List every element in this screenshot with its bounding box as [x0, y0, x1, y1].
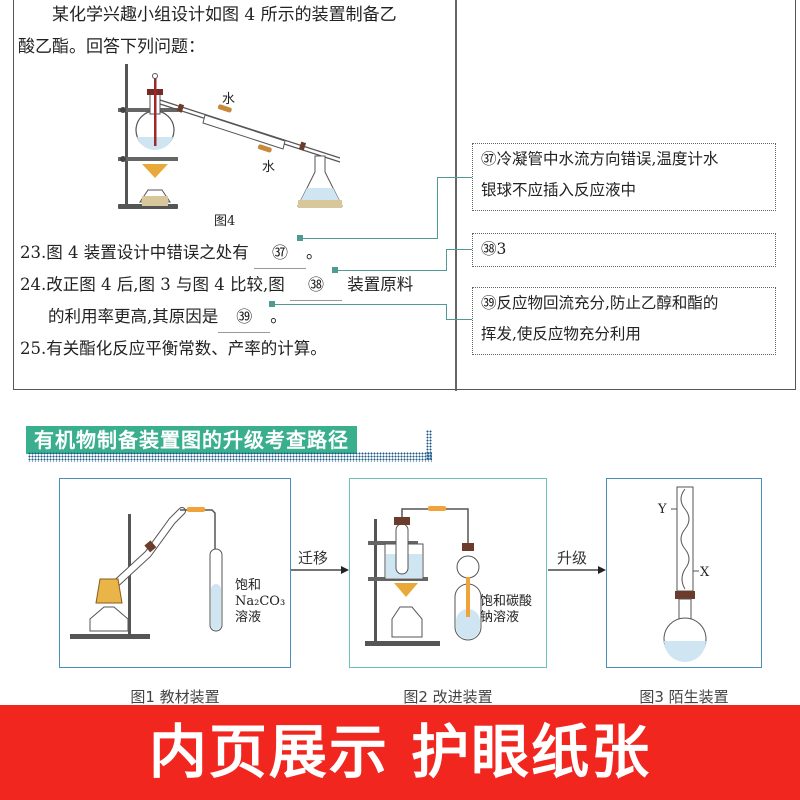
book-page-frame — [13, 0, 796, 390]
answer-blank-37[interactable]: ㊲ — [254, 238, 306, 269]
figure3-reflux-apparatus — [663, 486, 707, 662]
question-23: 23.图 4 装置设计中错误之处有 ㊲。 — [20, 238, 323, 269]
intro-line-1: 某化学兴趣小组设计如图 4 所示的装置制备乙 — [52, 5, 397, 25]
connector-39-h — [446, 319, 472, 321]
connector-37-v — [437, 177, 439, 239]
reagent-label-line: 溶液 — [235, 610, 262, 625]
figure1-apparatus — [70, 507, 223, 639]
answer-line: 银球不应插入反应液中 — [481, 181, 637, 199]
reagent-label-line: 饱和 — [235, 578, 262, 593]
answer-line: ㊳3 — [481, 240, 507, 258]
arrow-right-icon — [291, 566, 349, 574]
figure2-caption: 图2 改进装置 — [403, 688, 493, 706]
connector-37-h — [437, 177, 472, 179]
connector-38-v — [446, 249, 448, 271]
reagent-label-line: 饱和碳酸 — [480, 594, 533, 609]
question-punct: 。 — [306, 243, 323, 262]
figure1-label: 饱和 Na₂CO₃ 溶液 — [235, 578, 285, 626]
figure4-caption: 图4 — [214, 214, 236, 229]
question-text: 改正图 4 后,图 3 与图 4 比较,图 — [46, 275, 285, 294]
question-25: 25.有关酯化反应平衡常数、产率的计算。 — [20, 334, 327, 364]
figure1-frame — [59, 478, 291, 668]
question-24: 24.改正图 4 后,图 3 与图 4 比较,图 ㊳ 装置原料 — [20, 270, 413, 301]
arrow-label-upgrade: 升级 — [557, 549, 588, 567]
section-title: 有机物制备装置图的升级考查路径 — [26, 426, 357, 454]
answer-line: ㊲冷凝管中水流方向错误,温度计水 — [481, 150, 719, 168]
answer-line: 挥发,使反应物充分利用 — [481, 325, 641, 343]
connector-dot-38 — [332, 267, 338, 273]
connector-39 — [272, 304, 447, 306]
figure2-apparatus — [365, 506, 482, 646]
figure3-frame — [606, 478, 762, 668]
intro-line-2: 酸乙酯。回答下列问题： — [18, 37, 205, 57]
section-title-dots — [28, 452, 432, 462]
question-number: 25. — [20, 339, 47, 358]
question-number: 23. — [20, 243, 47, 262]
question-number: 24. — [20, 275, 47, 294]
answer-box-39: ㊴反应物回流充分,防止乙醇和酯的 挥发,使反应物充分利用 — [472, 287, 776, 355]
question-text-tail: 装置原料 — [347, 275, 414, 294]
water-out-label: 水 — [262, 160, 276, 175]
reagent-label-line: 钠溶液 — [480, 610, 520, 625]
connector-38-h — [446, 249, 472, 251]
reagent-label-line: Na₂CO₃ — [235, 594, 286, 609]
arrow-label-transfer: 迁移 — [298, 549, 329, 567]
connector-38 — [335, 270, 447, 272]
question-text: 图 4 装置设计中错误之处有 — [46, 243, 249, 262]
figure3-caption: 图3 陌生装置 — [639, 688, 729, 706]
figure3-label-x: X — [700, 565, 710, 580]
answer-blank-38[interactable]: ㊳ — [289, 270, 342, 301]
connector-37 — [300, 238, 438, 240]
arrow-right-icon — [548, 566, 606, 574]
answer-box-38: ㊳3 — [472, 233, 776, 267]
question-text: 有关酯化反应平衡常数、产率的计算。 — [46, 339, 327, 358]
water-in-label: 水 — [222, 92, 236, 107]
section-title-dots-right — [426, 430, 432, 460]
question-punct: 。 — [270, 307, 287, 326]
promo-banner: 内页展示 护眼纸张 — [0, 705, 800, 800]
answer-blank-39[interactable]: ㊴ — [218, 302, 271, 333]
figure2-frame — [349, 478, 547, 668]
figure4-distillation-apparatus — [118, 64, 343, 209]
figure1-caption: 图1 教材装置 — [130, 688, 220, 706]
connector-dot-37 — [297, 235, 303, 241]
answer-box-37: ㊲冷凝管中水流方向错误,温度计水 银球不应插入反应液中 — [472, 143, 776, 211]
connector-dot-39 — [269, 301, 275, 307]
answer-line: ㊴反应物回流充分,防止乙醇和酯的 — [481, 294, 719, 312]
figure3-label-y: Y — [658, 502, 667, 517]
column-divider — [455, 0, 457, 391]
figure2-label: 饱和碳酸 钠溶液 — [480, 594, 532, 626]
connector-39-v — [446, 304, 448, 320]
question-text: 的利用率更高,其原因是 — [48, 307, 219, 326]
